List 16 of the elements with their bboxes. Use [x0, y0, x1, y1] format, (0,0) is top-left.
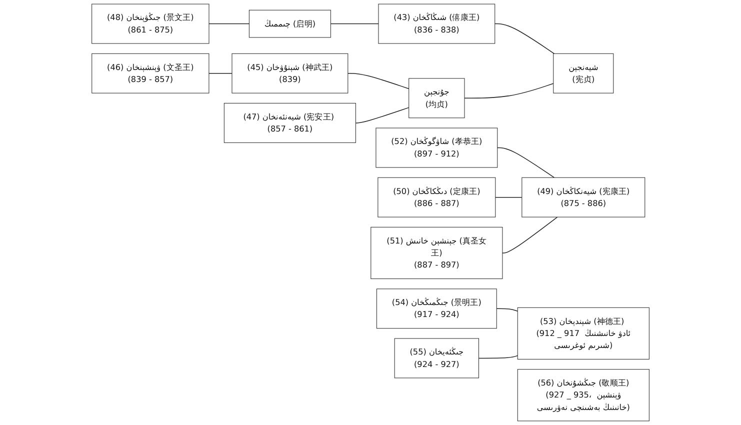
connector	[348, 72, 410, 90]
connector	[478, 355, 518, 359]
connector	[495, 196, 522, 198]
connector	[496, 308, 518, 312]
node-box: (56) جىڭشۇنخان (敬顺王) (927 _ 935، ۋېنشېن خانىنىڭ بەشىنچى نەۋرىسى)	[517, 369, 650, 422]
connector	[464, 83, 554, 99]
connector	[502, 216, 558, 254]
node-box: چىممىڭ (启明)	[248, 10, 331, 38]
connector	[208, 23, 250, 24]
connector	[355, 107, 410, 124]
connector	[330, 23, 379, 24]
node-box: (47) شيەنئەنخان (宪安王) (857 - 861)	[224, 102, 356, 143]
connector	[494, 23, 555, 54]
connector	[497, 147, 555, 178]
node-box: (53) شېندېخان (神德王) (912 _ 917 ئادۋ خانىشنىڭ شىرىم ئوغرىسى)	[517, 307, 650, 360]
connector	[208, 72, 232, 74]
